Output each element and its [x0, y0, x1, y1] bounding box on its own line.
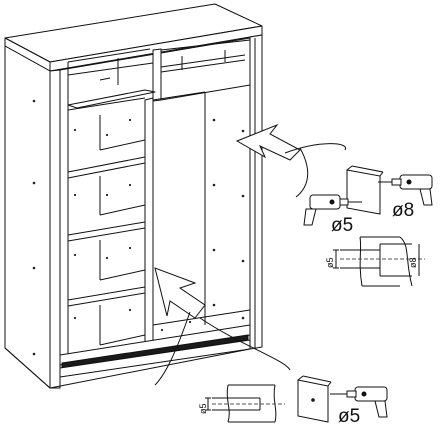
section-bottom-dim-label: ø5: [198, 403, 208, 414]
arrow-center-divider: [154, 267, 291, 386]
wardrobe-pilot-holes: [32, 99, 245, 356]
drill-diameter-label-bottom: ø5: [338, 406, 360, 426]
wardrobe-left-side-panel: [4, 45, 61, 389]
wardrobe: [4, 3, 263, 389]
section-top-dim-label-5: ø5: [325, 257, 335, 268]
wardrobe-top-board: [4, 3, 263, 72]
section-top-dim-label-8: ø8: [408, 257, 418, 268]
wardrobe-bottom-plinth: [4, 324, 251, 389]
wardrobe-right-side-panel: [249, 34, 263, 350]
detail-hole-section-bottom: [205, 384, 285, 423]
panel-piece-top: [346, 169, 381, 215]
detail-drill-panel-bottom: [297, 375, 388, 423]
wardrobe-center-divider: [144, 48, 162, 363]
drill-icon-right: [378, 174, 433, 206]
detail-hole-section-top: [333, 236, 425, 287]
drill-icon-bottom: [330, 386, 388, 418]
drill-diameter-label-left: ø5: [331, 215, 353, 236]
wardrobe-right-compartment: [152, 91, 251, 326]
drill-diameter-label-right: ø8: [392, 200, 414, 221]
detail-drill-panel-top: [303, 165, 433, 226]
drill-icon-left: [303, 194, 362, 226]
wardrobe-left-shelves: [67, 97, 146, 346]
arrow-right-panel: [235, 123, 346, 198]
